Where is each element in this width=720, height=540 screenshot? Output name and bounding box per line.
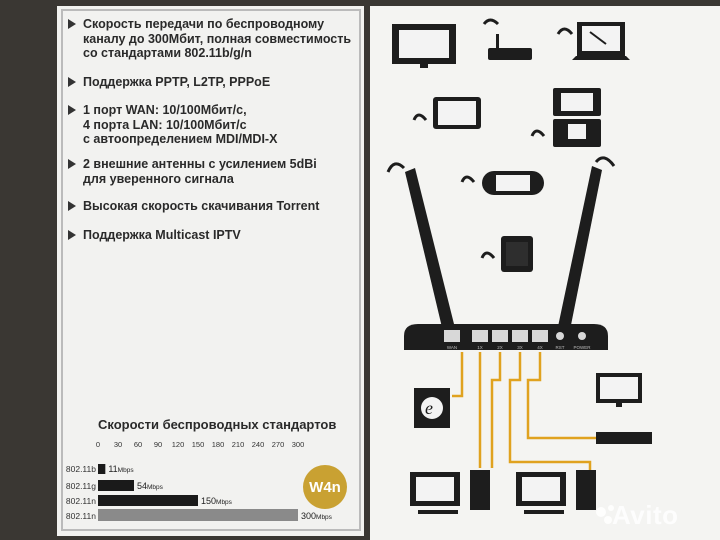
left-white-panel [57,6,364,536]
bullet-icon [68,201,76,211]
panel-inner-border [61,9,361,531]
feature-text: 1 порт WAN: 10/100Мбит/с, 4 порта LAN: 1… [83,103,278,146]
wan-port [444,330,460,342]
bar [98,464,106,474]
category-label: 802.11b [66,464,96,474]
lan-port [492,330,508,342]
feature-5: Высокая скорость скачивания Torrent [68,199,319,214]
svg-text:e: e [425,398,433,418]
port-label: 2X [497,345,503,350]
bullet-icon [68,105,76,115]
watermark-text: Avito [612,500,679,530]
bullet-icon [68,19,76,29]
w4n-badge-label: W4n [309,479,341,496]
internet-explorer-icon: e [414,388,450,428]
tv-icon [596,373,642,407]
x-tick-label: 60 [134,440,142,449]
feature-text: Высокая скорость скачивания Torrent [83,199,320,213]
iptv-set-top-box-icon [596,432,652,444]
chart-title: Скорости беспроводных стандартов [98,417,337,432]
desktop-pc-icon [516,470,596,514]
category-label: 802.11n [66,511,96,521]
tablet-icon [412,97,481,129]
desktop-pc-icon [410,470,490,514]
x-tick-label: 270 [272,440,285,449]
bullet-icon [68,159,76,169]
feature-1: Скорость передачи по беспроводному канал… [68,17,351,61]
feature-3: 1 порт WAN: 10/100Мбит/с, 4 порта LAN: 1… [68,103,277,147]
feature-text: Скорость передачи по беспроводному канал… [83,17,352,60]
psp-icon [460,171,544,195]
lan-port [472,330,488,342]
data-label: 11Mbps [108,464,134,474]
power-jack [578,332,586,340]
w4n-badge: W4n [303,465,347,509]
router-body: WAN 1X 2X 3X 4X RST POWER [404,324,608,350]
game-console-icon [530,88,601,147]
feature-6: Поддержка Multicast IPTV [68,228,241,243]
data-label: 300Mbps [301,511,333,521]
feature-2: Поддержка PPTP, L2TP, PPPoE [68,75,270,90]
port-label: 1X [477,345,483,350]
bar [98,495,198,506]
ethernet-cables [452,352,596,470]
port-label: POWER [573,345,591,350]
monitor-icon [392,24,456,68]
bullet-icon [68,230,76,240]
data-label: 150Mbps [201,496,233,506]
lan-port [512,330,528,342]
range-extender-icon [480,236,533,272]
x-tick-label: 120 [172,440,185,449]
x-tick-label: 0 [96,440,100,449]
power-jack [556,332,564,340]
bar [98,509,298,521]
port-label: 4X [537,345,543,350]
feature-text: Поддержка PPTP, L2TP, PPPoE [83,75,271,89]
x-tick-label: 180 [212,440,225,449]
category-label: 802.11n [66,496,96,506]
feature-text: 2 внешние антенны с усилением 5dBi для у… [83,157,317,186]
x-tick-label: 210 [232,440,245,449]
port-label: RST [556,345,565,350]
x-tick-label: 300 [292,440,305,449]
category-label: 802.11g [66,481,96,491]
router-antennas [386,156,616,340]
bar [98,480,134,491]
access-point-icon [482,18,532,60]
port-label: WAN [447,345,457,350]
right-white-panel [370,6,720,540]
port-label: 3X [517,345,523,350]
data-label: 54Mbps [137,481,164,491]
x-tick-label: 90 [154,440,162,449]
bullet-icon [68,77,76,87]
speed-chart: 0 30 60 90 120 150 180 210 240 270 300 802.11b 11Mbp… [66,440,333,521]
x-tick-label: 240 [252,440,265,449]
feature-4: 2 внешние антенны с усилением 5dBi для у… [68,157,317,186]
x-tick-label: 30 [114,440,122,449]
avito-logo-icon [596,505,614,524]
x-tick-label: 150 [192,440,205,449]
feature-text: Поддержка Multicast IPTV [83,228,241,242]
lan-port [532,330,548,342]
laptop-icon [556,22,630,60]
